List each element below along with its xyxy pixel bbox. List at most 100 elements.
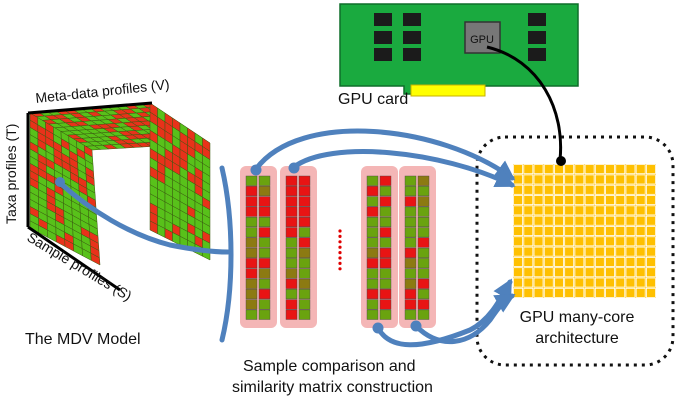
gpu-card-label: GPU card: [338, 91, 408, 108]
gpu-core: [513, 205, 524, 216]
sample-cell: [258, 216, 271, 227]
memory-chip-icon: [374, 31, 392, 44]
gpu-core: [584, 184, 595, 195]
sample-cell: [417, 175, 430, 186]
gpu-core: [615, 174, 626, 185]
gpu-core: [543, 164, 554, 175]
gpu-core: [645, 246, 656, 257]
gpu-core: [533, 215, 544, 226]
cube-to-bracket-arrow: [57, 180, 231, 255]
sample-cell: [417, 227, 430, 238]
ellipsis-dot: [338, 229, 342, 233]
sample-cell: [366, 196, 379, 207]
gpu-core: [523, 287, 534, 298]
gpu-core: [605, 164, 615, 175]
gpu-core: [574, 205, 585, 216]
ellipsis-dot: [338, 256, 342, 260]
gpu-core: [543, 184, 554, 195]
gpu-core: [594, 205, 605, 216]
sample-cell: [404, 196, 417, 207]
gpu-core: [543, 174, 554, 185]
gpu-core: [635, 215, 646, 226]
sample-cell: [404, 309, 417, 320]
gpu-core: [574, 226, 585, 236]
gpu-core: [554, 277, 564, 288]
sample-column-background: [361, 166, 398, 328]
cube-arrow-start-dot: [55, 177, 65, 187]
sample-cell: [404, 206, 417, 217]
mdv-cube: Meta-data profiles (V) Taxa profiles (T)…: [3, 76, 211, 348]
gpu-core: [533, 226, 544, 236]
gpu-core: [523, 195, 534, 206]
gpu-core: [554, 195, 564, 206]
gpu-core: [574, 246, 585, 257]
memory-chip-icon: [528, 13, 546, 26]
gpu-core: [533, 246, 544, 257]
sample-cell: [417, 237, 430, 248]
sample-cell: [404, 247, 417, 258]
gpu-core: [594, 236, 605, 247]
sample-cell: [245, 216, 258, 227]
gpu-connection-dot: [556, 156, 566, 166]
ellipsis-dot: [338, 240, 342, 244]
gpu-core: [523, 226, 534, 236]
gpu-core: [615, 246, 626, 257]
sample-column: [280, 166, 317, 328]
sample-cell: [298, 227, 311, 238]
sample-cell: [285, 247, 298, 258]
gpu-core: [635, 174, 646, 185]
gpu-core: [625, 226, 636, 236]
gpu-core: [564, 174, 575, 185]
gpu-core: [625, 205, 636, 216]
gpu-core: [543, 277, 554, 288]
column2-to-gpu-arrow: [291, 149, 516, 188]
sample-columns: [240, 166, 436, 328]
sample-cell: [417, 258, 430, 269]
gpu-core: [533, 277, 544, 288]
gpu-core: [635, 256, 646, 267]
sample-cell: [404, 186, 417, 197]
gpu-core: [594, 195, 605, 206]
sample-cell: [298, 247, 311, 258]
sample-cell: [258, 237, 271, 248]
sample-cell: [417, 196, 430, 207]
gpu-core: [615, 184, 626, 195]
gpu-core: [513, 164, 524, 175]
gpu-core: [513, 215, 524, 226]
gpu-core: [584, 226, 595, 236]
gpu-core: [554, 184, 564, 195]
arrow-endpoints: [55, 162, 422, 334]
gpu-core: [533, 174, 544, 185]
sample-cell: [379, 309, 392, 320]
sample-cell: [258, 175, 271, 186]
gpu-core: [523, 277, 534, 288]
sample-cell: [404, 278, 417, 289]
sample-cell: [404, 227, 417, 238]
gpu-core: [635, 184, 646, 195]
sample-cell: [404, 216, 417, 227]
gpu-core: [574, 277, 585, 288]
gpu-core: [645, 256, 656, 267]
gpu-core: [513, 236, 524, 247]
gpu-core: [574, 195, 585, 206]
gpu-core: [615, 256, 626, 267]
sample-cell: [258, 309, 271, 320]
gpu-core: [645, 164, 656, 175]
sample-cell: [417, 206, 430, 217]
gpu-core: [645, 174, 656, 185]
gpu-core: [584, 215, 595, 226]
gpu-core: [605, 215, 615, 226]
sample-cell: [404, 289, 417, 300]
sample-cell: [258, 206, 271, 217]
ellipsis-dot: [338, 245, 342, 249]
gpu-core: [523, 174, 534, 185]
gpu-core: [523, 246, 534, 257]
gpu-core: [635, 195, 646, 206]
sample-cell: [404, 268, 417, 279]
gpu-core: [625, 236, 636, 247]
gpu-chip-label: GPU: [470, 34, 494, 46]
sample-cell: [417, 299, 430, 310]
sample-cell: [366, 206, 379, 217]
gpu-core: [605, 195, 615, 206]
column4-arrow-dot: [410, 320, 422, 332]
